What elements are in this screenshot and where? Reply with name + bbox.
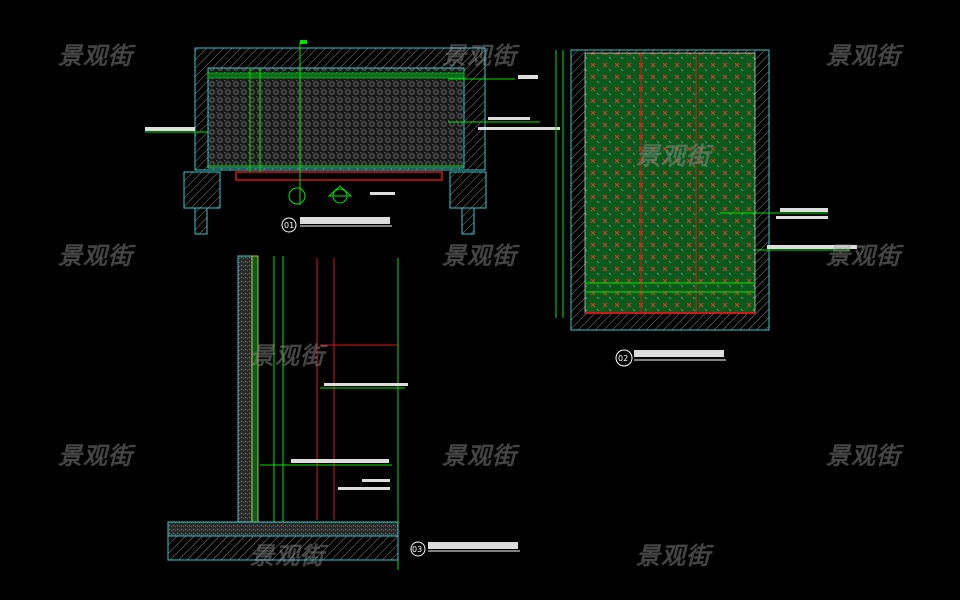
watermark: 景观街 (826, 442, 901, 470)
detail-01-plan: 01 (145, 40, 560, 235)
detail-03-section: 03 (167, 255, 520, 570)
watermark: 景观街 (826, 242, 901, 270)
watermark: 景观街 (250, 542, 325, 570)
detail-02-elevation: 02 (555, 49, 857, 367)
watermark: 景观街 (636, 542, 711, 570)
watermark: 景观街 (58, 442, 133, 470)
watermark: 景观街 (636, 142, 711, 170)
watermark: 景观街 (826, 42, 901, 70)
watermark: 景观街 (442, 242, 517, 270)
detail-number: 02 (618, 354, 628, 363)
watermark: 景观街 (250, 342, 325, 370)
watermark: 景观街 (58, 42, 133, 70)
detail-number: 03 (412, 545, 422, 554)
watermark: 景观街 (442, 42, 517, 70)
detail-number: 01 (284, 221, 294, 230)
watermark: 景观街 (442, 442, 517, 470)
watermark: 景观街 (58, 242, 133, 270)
